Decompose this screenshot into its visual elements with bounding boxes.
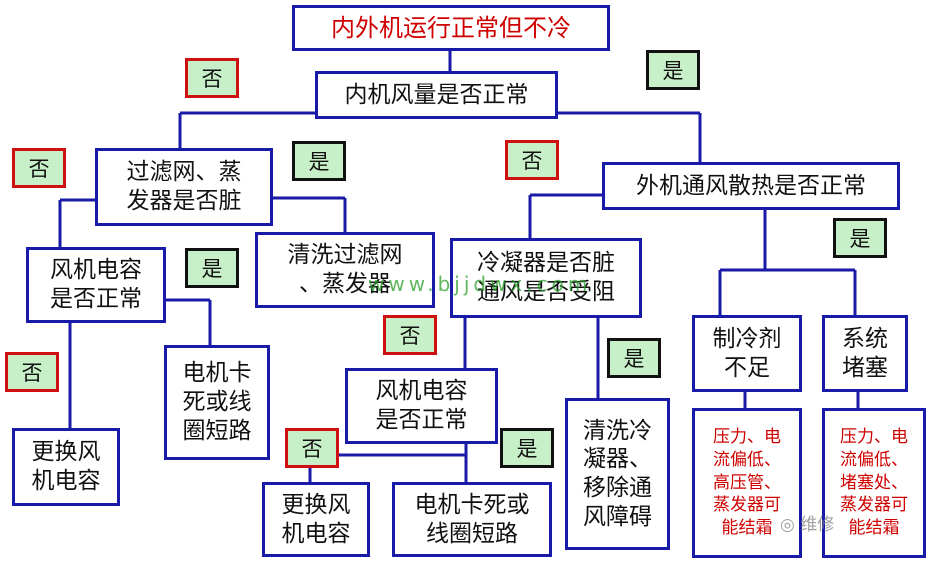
node-low-refrigerant: 制冷剂 不足 (692, 315, 802, 392)
tag-yes: 是 (185, 248, 239, 288)
tag-no: 否 (5, 352, 59, 392)
node-clean-filter: 清洗过滤网 、蒸发器 (255, 232, 435, 308)
node-motor-short-1: 电机卡 死或线 圈短路 (164, 345, 270, 460)
node-replace-cap-2: 更换风 机电容 (262, 482, 370, 557)
tag-no: 否 (505, 140, 559, 180)
node-fan-cap-1: 风机电容 是否正常 (26, 247, 166, 323)
node-filter-dirty: 过滤网、蒸 发器是否脏 (95, 148, 273, 226)
node-condenser-dirty: 冷凝器是否脏 通风是否受阻 (450, 238, 642, 318)
tag-yes: 是 (607, 338, 661, 378)
tag-no: 否 (285, 428, 339, 468)
watermark-text: www.bjjdwx.com (368, 272, 592, 296)
node-outdoor-vent: 外机通风散热是否正常 (602, 162, 900, 210)
tag-yes: 是 (833, 218, 887, 258)
tag-yes: 是 (646, 50, 700, 90)
logo-watermark: ◎ 维修 (780, 510, 834, 535)
wechat-icon: ◎ (780, 515, 795, 535)
node-symptom-blocked: 压力、电 流偏低、 堵塞处、 蒸发器可 能结霜 (822, 408, 926, 558)
node-clean-condenser: 清洗冷 凝器、 移除通 风障碍 (565, 398, 670, 550)
node-symptom-refrigerant: 压力、电 流偏低、 高压管、 蒸发器可 能结霜 (692, 408, 802, 558)
logo-text: 维修 (800, 515, 835, 535)
node-fan-cap-2: 风机电容 是否正常 (345, 368, 498, 444)
tag-yes: 是 (292, 141, 346, 181)
node-indoor-airflow: 内机风量是否正常 (315, 71, 558, 119)
node-replace-cap-1: 更换风 机电容 (12, 428, 120, 506)
node-motor-short-2: 电机卡死或 线圈短路 (392, 482, 552, 557)
tag-no: 否 (383, 315, 437, 355)
tag-yes: 是 (500, 428, 554, 468)
node-root: 内外机运行正常但不冷 (292, 5, 610, 51)
node-system-blocked: 系统 堵塞 (822, 315, 908, 392)
tag-no: 否 (185, 58, 239, 98)
tag-no: 否 (12, 148, 66, 188)
